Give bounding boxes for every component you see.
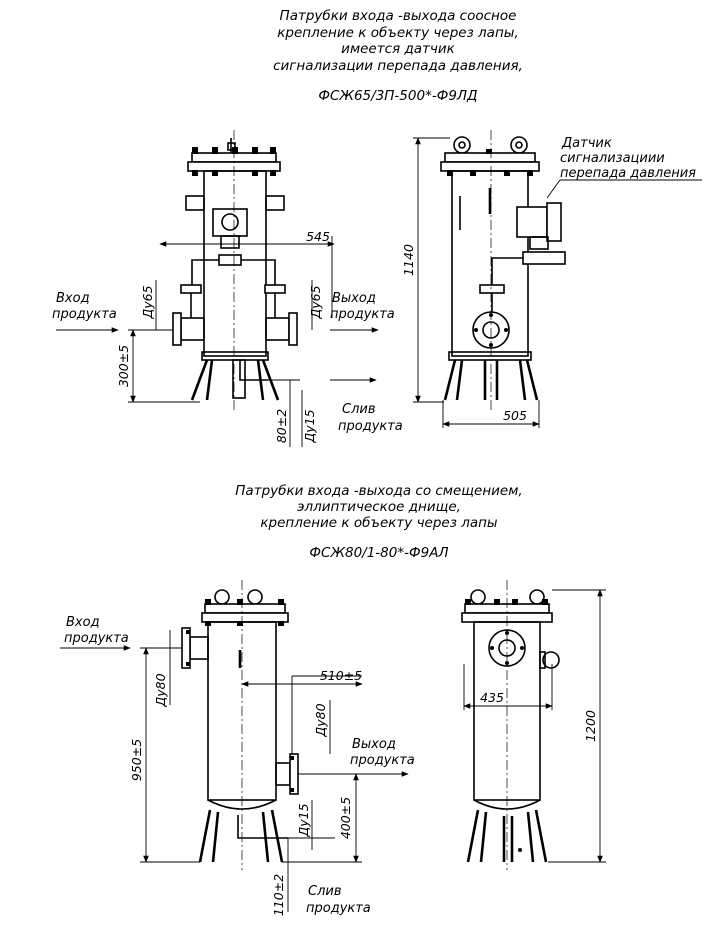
top-outlet-label-1: Выход xyxy=(332,291,376,306)
bottom-caption-line-2: эллиптическое днище, xyxy=(297,499,461,515)
top-outlet-label-2: продукта xyxy=(330,307,395,322)
bottom-front-dimensions: 950±5 Ду80 510±5 Ду80 400±5 Ду15 110±2 xyxy=(129,630,363,916)
top-front-dim-nozzle-height: 300±5 xyxy=(116,345,131,387)
bottom-outlet-label-2: продукта xyxy=(350,753,415,768)
top-section: Патрубки входа -выхода соосное крепление… xyxy=(52,8,702,447)
top-front-dimensions: 545 Ду65 Ду65 300±5 80±2 Ду15 xyxy=(116,229,335,447)
top-front-dim-drain-dn: Ду15 xyxy=(302,409,317,443)
bottom-front-dim-width: 510±5 xyxy=(320,668,362,683)
top-side-dim-height: 1140 xyxy=(401,244,416,276)
bottom-front-dim-inlet-height: 950±5 xyxy=(129,739,144,781)
bottom-outlet-label-1: Выход xyxy=(352,737,396,752)
bottom-side-view-filter xyxy=(461,580,560,870)
top-side-view-filter xyxy=(440,130,566,410)
top-drain-label-2: продукта xyxy=(338,419,403,434)
bottom-caption-line-1: Патрубки входа -выхода со смещением, xyxy=(235,483,522,499)
bottom-front-dim-outlet-dn: Ду80 xyxy=(313,703,328,737)
top-inlet-label-2: продукта xyxy=(52,307,117,322)
bottom-caption-line-3: крепление к объекту через лапы xyxy=(260,515,498,531)
top-model-designation: ФСЖ65/3П-500*-Ф9ЛД xyxy=(318,88,477,104)
bottom-inlet-label-2: продукта xyxy=(64,631,129,646)
top-drain-label-1: Слив xyxy=(342,402,376,417)
top-front-labels: Вход продукта Выход продукта Слив продук… xyxy=(52,291,403,434)
top-side-dimensions: 1140 505 Датчик сигнализациии перепада д… xyxy=(401,136,702,428)
top-front-dim-width: 545 xyxy=(306,229,330,244)
top-sensor-label-1: Датчик xyxy=(561,136,612,151)
bottom-front-dim-drain-dn: Ду15 xyxy=(296,803,311,837)
top-caption-line-2: крепление к объекту через лапы, xyxy=(277,25,518,41)
bottom-front-dim-drain-height: 110±2 xyxy=(271,874,286,916)
top-caption-line-1: Патрубки входа -выхода соосное xyxy=(280,8,517,24)
top-front-dim-inlet-dn: Ду65 xyxy=(140,285,155,319)
bottom-section: Патрубки входа -выхода со смещением, элл… xyxy=(60,483,606,916)
top-sensor-label-2: сигнализациии xyxy=(560,151,665,166)
bottom-front-view-filter xyxy=(181,580,299,870)
top-front-dim-drain-height: 80±2 xyxy=(274,409,289,443)
top-caption-line-4: сигнализации перепада давления, xyxy=(273,58,523,74)
top-side-dim-width: 505 xyxy=(503,408,527,423)
bottom-drain-label-2: продукта xyxy=(306,901,371,916)
bottom-side-dim-width: 435 xyxy=(480,690,504,705)
bottom-front-dim-inlet-dn: Ду80 xyxy=(153,673,168,707)
top-front-dim-outlet-dn: Ду65 xyxy=(308,285,323,319)
bottom-side-dim-height: 1200 xyxy=(583,710,598,742)
bottom-inlet-label-1: Вход xyxy=(66,615,100,630)
bottom-front-labels: Вход продукта Выход продукта Слив продук… xyxy=(60,615,415,916)
top-inlet-label-1: Вход xyxy=(56,291,90,306)
bottom-front-dim-outlet-height: 400±5 xyxy=(338,797,353,839)
bottom-model-designation: ФСЖ80/1-80*-Ф9АЛ xyxy=(309,545,448,561)
bottom-side-dimensions: 435 1200 xyxy=(463,589,606,863)
top-front-view-filter xyxy=(172,130,298,410)
top-caption-line-3: имеется датчик xyxy=(341,41,455,57)
bottom-drain-label-1: Слив xyxy=(308,884,342,899)
top-sensor-label-3: перепада давления xyxy=(560,166,696,181)
